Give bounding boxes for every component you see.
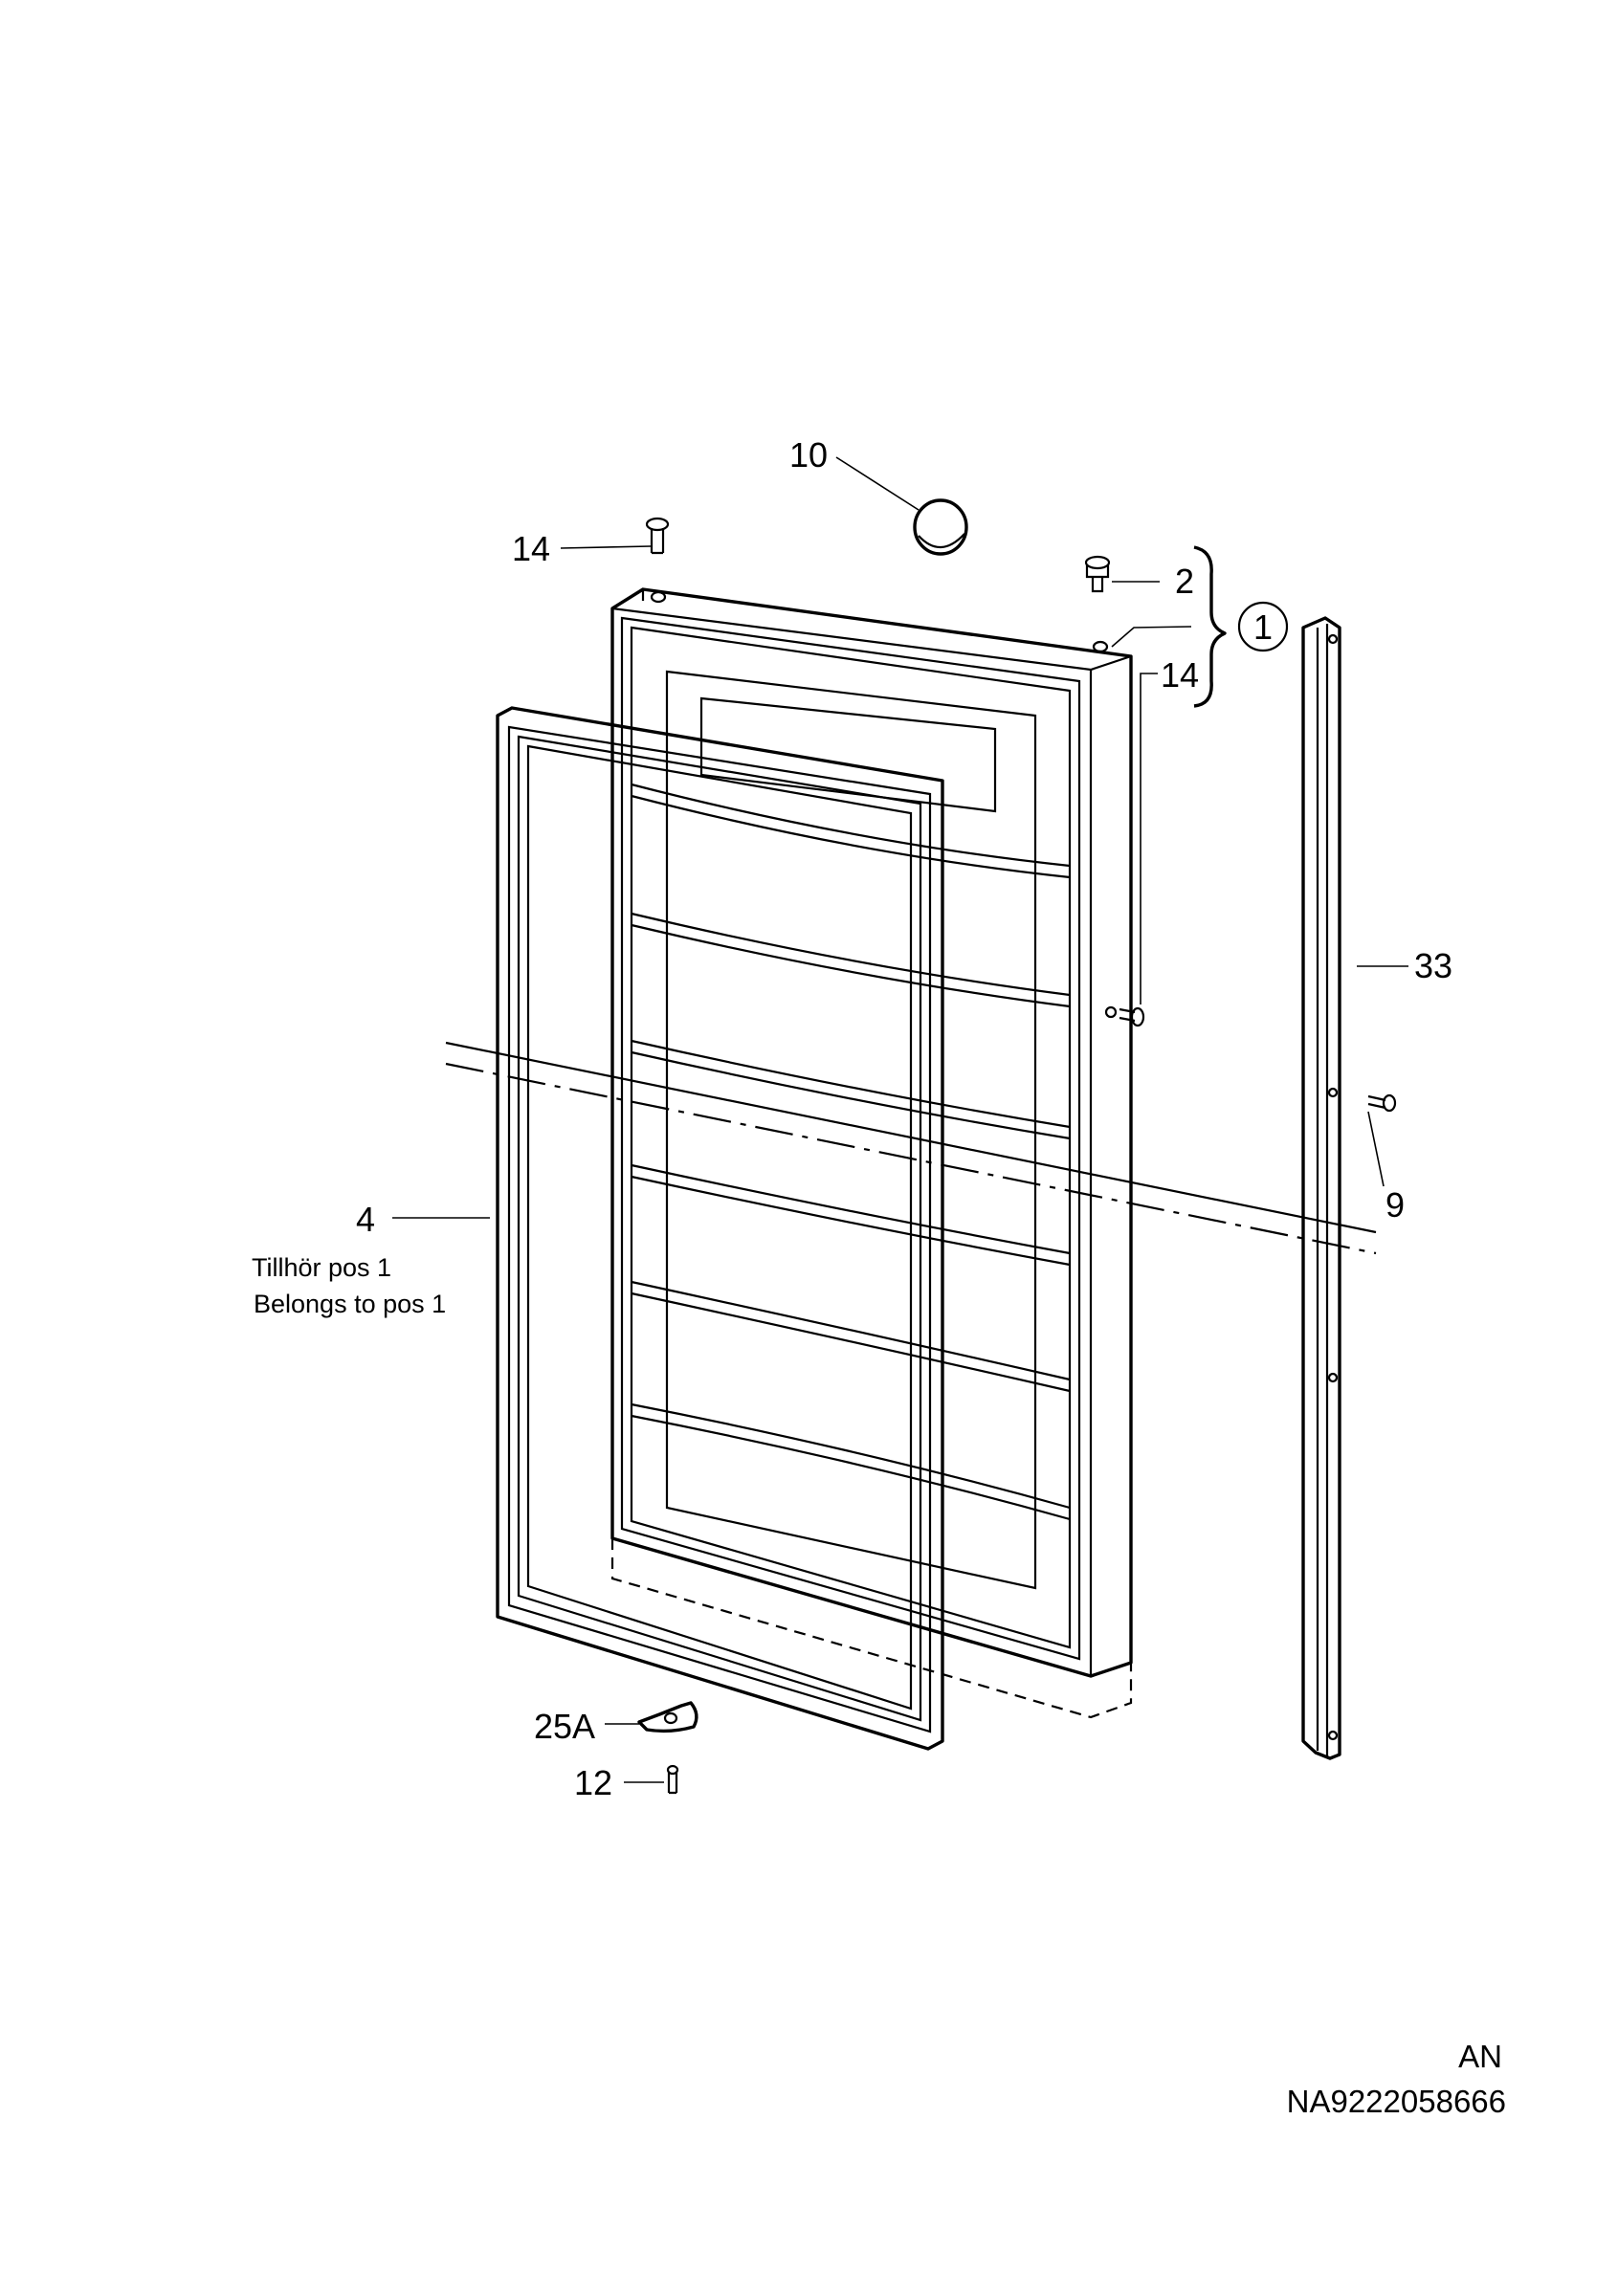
callout-25a: 25A [534, 1707, 595, 1746]
part-25a-hinge-bracket [637, 1701, 698, 1733]
part-9-screw [1367, 1093, 1397, 1113]
note-tillhor: Tillhör pos 1 [252, 1253, 391, 1282]
part-4-door-gasket [496, 706, 944, 1751]
reference-code: AN [1458, 2039, 1502, 2074]
assembly-1-circle [1237, 601, 1289, 652]
section-line [445, 1041, 1377, 1255]
callout-9: 9 [1385, 1185, 1405, 1225]
note-belongs: Belongs to pos 1 [254, 1290, 446, 1318]
part-12-screw [666, 1764, 679, 1795]
callout-2: 2 [1175, 562, 1194, 601]
part-14-pin-top [645, 517, 670, 555]
assembly-brace [1193, 545, 1227, 708]
part-10-cap [913, 498, 968, 556]
callout-14-right: 14 [1161, 655, 1199, 695]
leader-lines [392, 456, 1408, 1783]
part-33-handle-strip [1301, 616, 1341, 1760]
callout-4: 4 [356, 1200, 375, 1239]
callout-14-top: 14 [512, 529, 550, 568]
callout-1: 1 [1253, 607, 1273, 647]
reference-number: NA9222058666 [1287, 2084, 1506, 2119]
part-1-door-panel [610, 587, 1133, 1719]
callout-12: 12 [574, 1763, 612, 1802]
callout-10: 10 [789, 435, 828, 475]
callout-33: 33 [1414, 946, 1452, 985]
part-2-hinge-pin [1084, 555, 1111, 593]
part-14-screw-side [1104, 1005, 1145, 1027]
